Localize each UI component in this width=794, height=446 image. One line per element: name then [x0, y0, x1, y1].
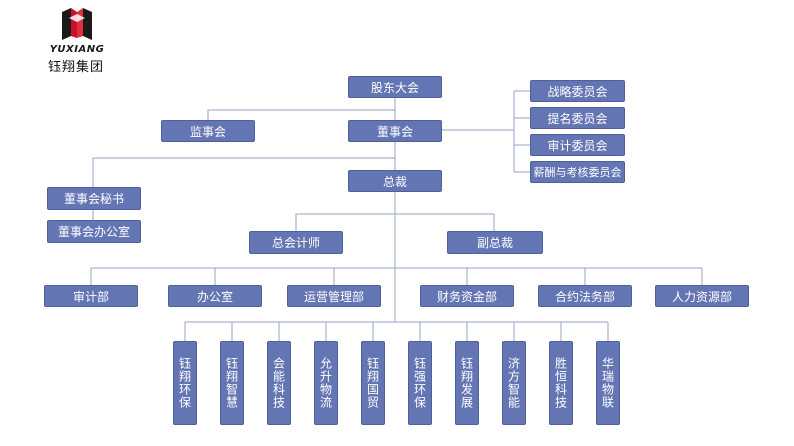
node-nomination-committee[interactable]: 提名委员会 — [530, 107, 625, 129]
logo-chinese-name: 钰翔集团 — [48, 60, 105, 75]
node-supervisory-board[interactable]: 监事会 — [161, 120, 255, 142]
node-board-of-directors[interactable]: 董事会 — [348, 120, 442, 142]
node-subsidiary[interactable]: 会能科技 — [267, 341, 291, 425]
node-subsidiary[interactable]: 钰翔智慧 — [220, 341, 244, 425]
node-department[interactable]: 运营管理部 — [287, 285, 381, 307]
node-subsidiary[interactable]: 钰翔发展 — [455, 341, 479, 425]
node-department[interactable]: 人力资源部 — [655, 285, 749, 307]
node-board-secretary[interactable]: 董事会秘书 — [47, 187, 141, 210]
yuxiang-logo-icon — [62, 8, 92, 40]
node-shareholders-meeting[interactable]: 股东大会 — [348, 76, 442, 98]
node-department[interactable]: 合约法务部 — [538, 285, 632, 307]
node-subsidiary[interactable]: 胜恒科技 — [549, 341, 573, 425]
node-remuneration-committee[interactable]: 薪酬与考核委员会 — [530, 161, 625, 183]
node-subsidiary[interactable]: 钰翔环保 — [173, 341, 197, 425]
company-logo: YUXIANG 钰翔集团 — [46, 6, 108, 75]
node-strategy-committee[interactable]: 战略委员会 — [530, 80, 625, 102]
node-subsidiary[interactable]: 钰翔国贸 — [361, 341, 385, 425]
node-vice-president[interactable]: 副总裁 — [447, 231, 543, 254]
node-subsidiary[interactable]: 允升物流 — [314, 341, 338, 425]
node-audit-committee[interactable]: 审计委员会 — [530, 134, 625, 156]
node-subsidiary[interactable]: 华瑞物联 — [596, 341, 620, 425]
node-department[interactable]: 审计部 — [44, 285, 138, 307]
node-department[interactable]: 办公室 — [168, 285, 262, 307]
node-chief-accountant[interactable]: 总会计师 — [249, 231, 343, 254]
logo-english-name: YUXIANG — [49, 44, 105, 55]
node-subsidiary[interactable]: 钰强环保 — [408, 341, 432, 425]
node-board-office[interactable]: 董事会办公室 — [47, 220, 141, 243]
node-president[interactable]: 总裁 — [348, 170, 442, 192]
node-subsidiary[interactable]: 济方智能 — [502, 341, 526, 425]
node-department[interactable]: 财务资金部 — [420, 285, 514, 307]
